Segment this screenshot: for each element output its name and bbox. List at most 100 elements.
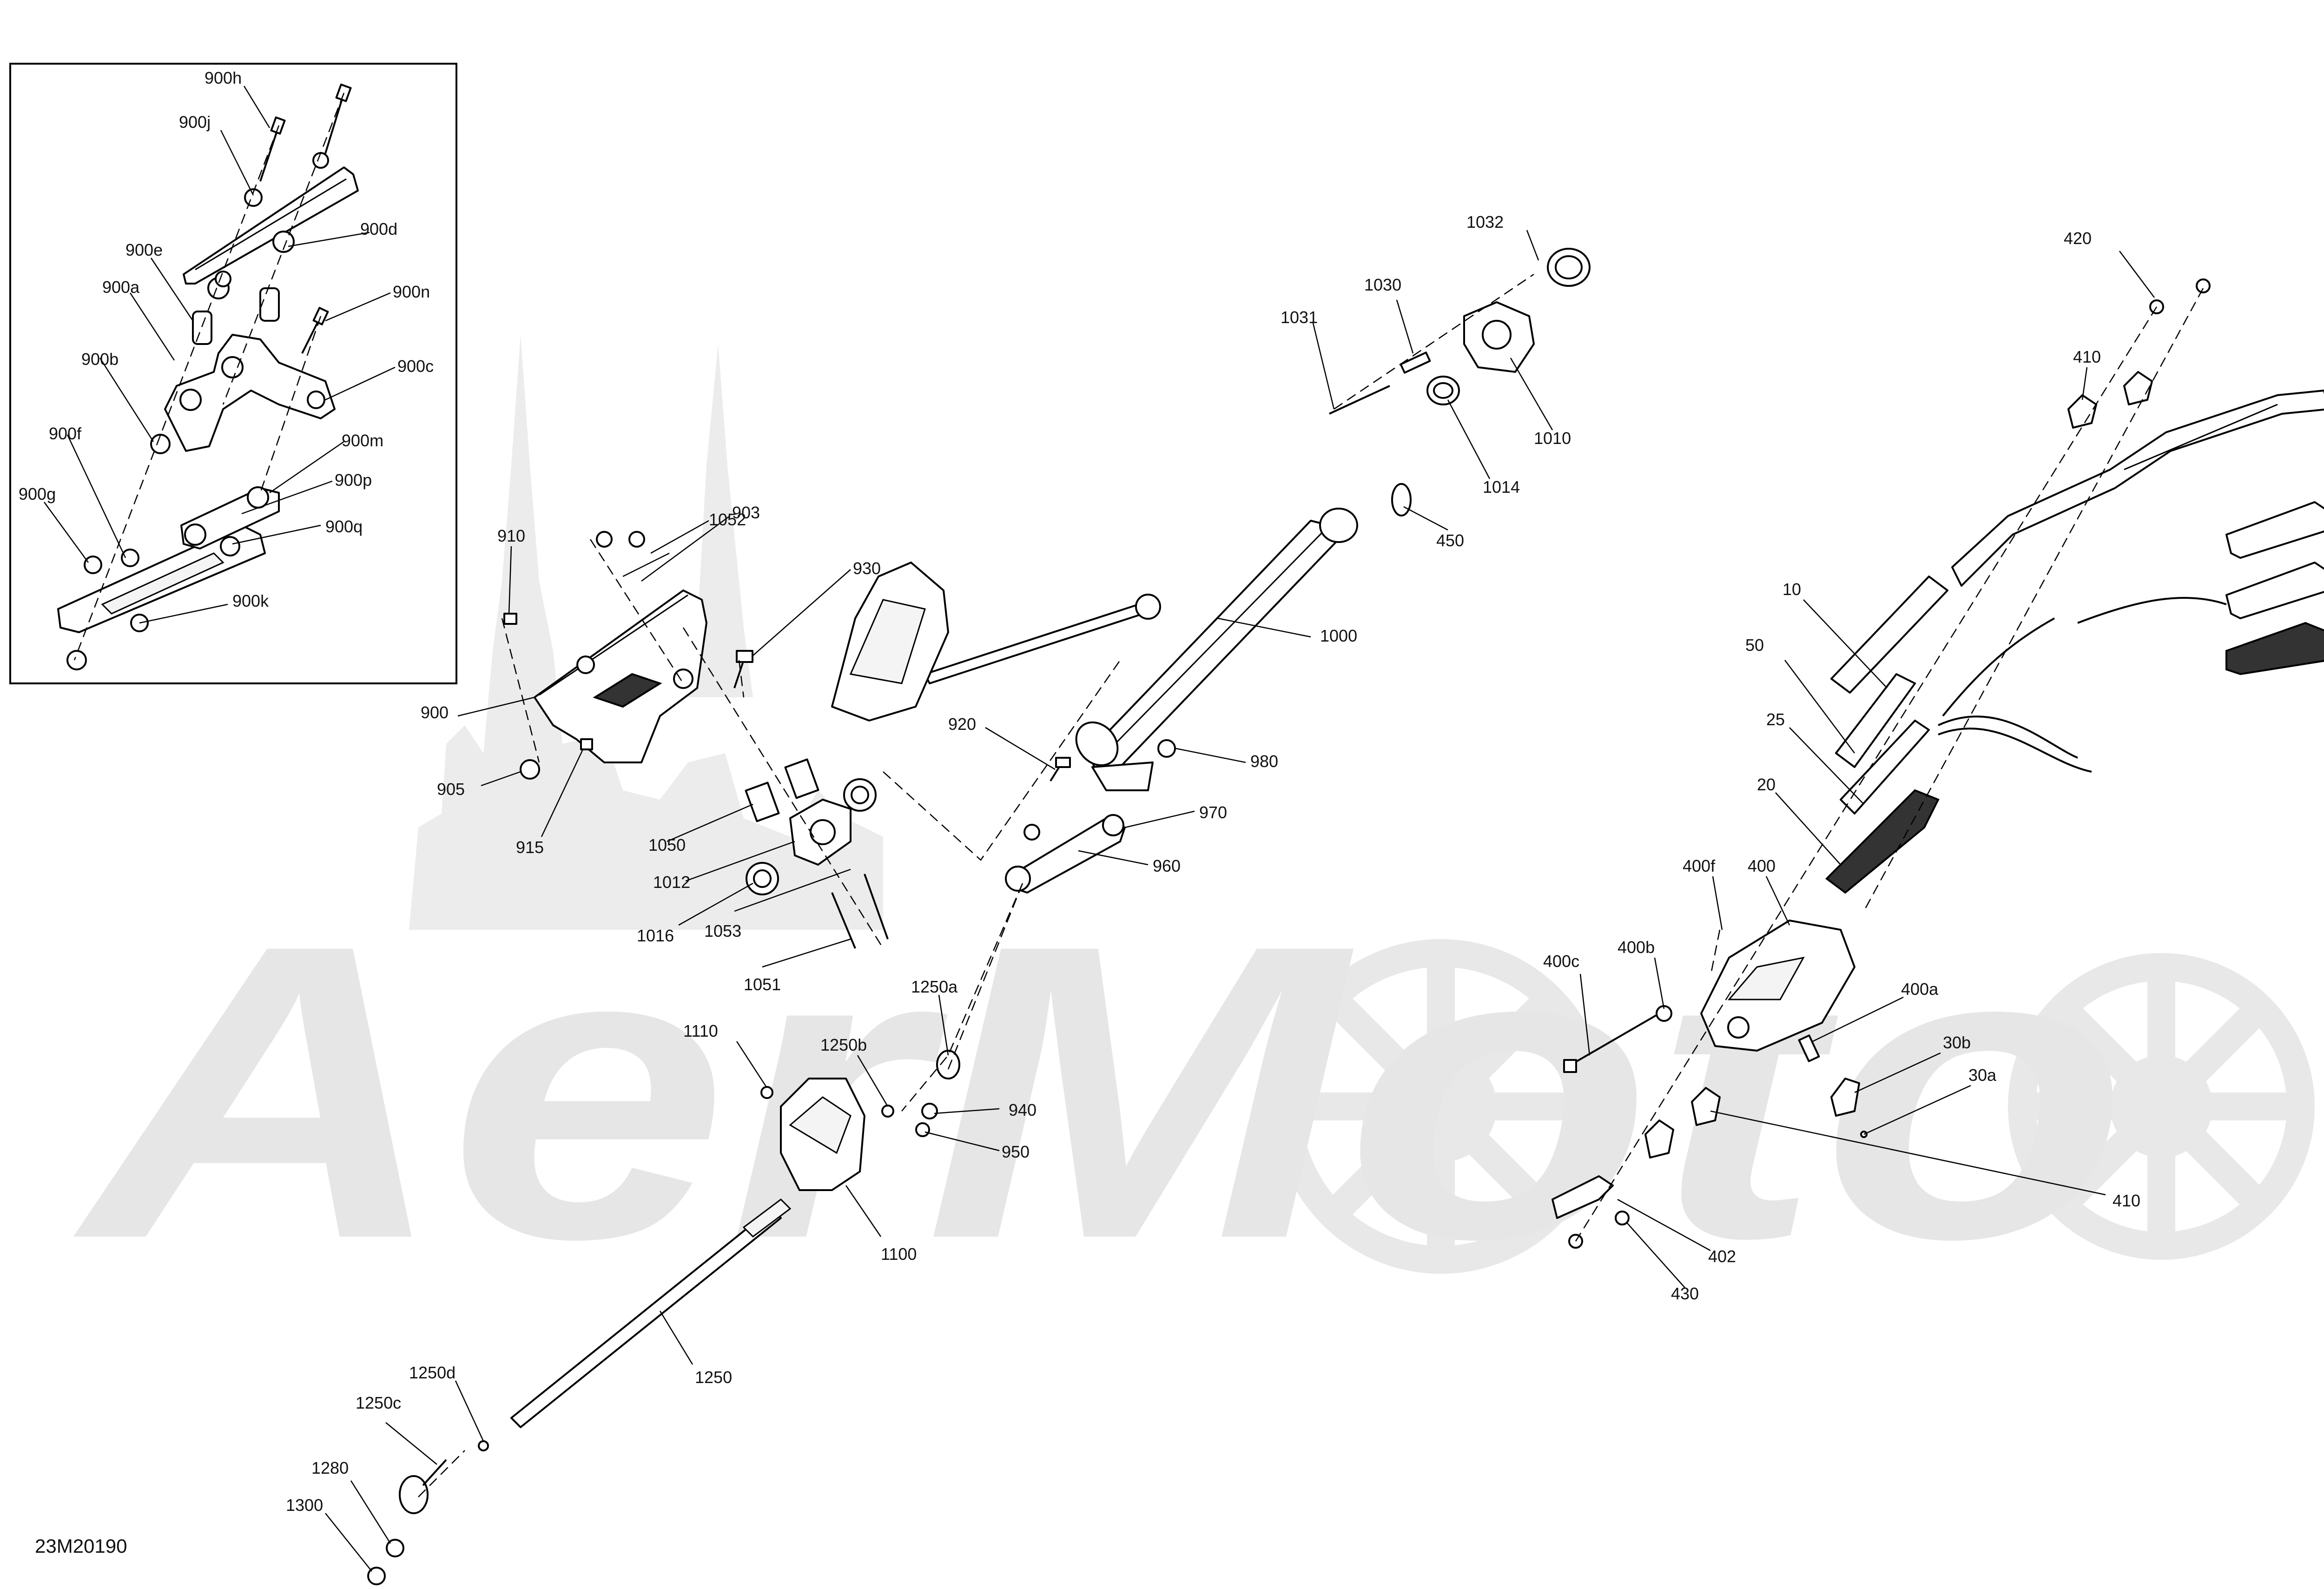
callout-50: 50 [1745, 636, 1764, 655]
watermark-wheel-left [1274, 939, 1608, 1274]
diagram-code: 23M20190 [35, 1535, 127, 1557]
fasteners-lower [367, 1050, 960, 1585]
callout-1250: 1250 [695, 1368, 732, 1387]
callout-400c: 400c [1543, 952, 1579, 971]
callout-900: 900 [421, 703, 449, 722]
watermark-wheel-right [2008, 953, 2315, 1260]
callout-920: 920 [948, 715, 976, 734]
wires [1938, 617, 2092, 773]
seal-rings [746, 778, 877, 895]
rod-end-1280 [399, 1459, 447, 1514]
callout-970: 970 [1199, 803, 1227, 822]
callout-25: 25 [1766, 710, 1785, 729]
inset-plate-lower [57, 524, 266, 633]
callout-900e: 900e [125, 240, 163, 259]
callout-420: 420 [2064, 229, 2092, 248]
callout-930: 930 [853, 559, 881, 578]
callout-900f: 900f [49, 424, 82, 443]
callout-1100: 1100 [881, 1245, 917, 1264]
callout-30b: 30b [1943, 1033, 1971, 1052]
callout-1250a: 1250a [911, 977, 958, 996]
inset-bolt-tall [324, 83, 352, 154]
callout-903: 903 [732, 503, 760, 522]
callout-900h: 900h [205, 68, 242, 87]
shaft-1250 [510, 1198, 792, 1428]
callout-410-lower: 410 [2113, 1191, 2140, 1210]
tie-rod-upper [924, 594, 1161, 684]
handlebar-10 [1951, 390, 2324, 587]
callout-900j: 900j [179, 113, 211, 132]
callout-1051: 1051 [744, 975, 781, 994]
callout-1280: 1280 [311, 1458, 349, 1477]
callout-10: 10 [1783, 580, 1801, 599]
callout-1300: 1300 [286, 1496, 323, 1515]
inset-spacers [66, 152, 329, 670]
fasteners-920-980 [1023, 739, 1176, 841]
callout-900a: 900a [102, 278, 140, 297]
inset-link-arm [180, 486, 280, 550]
callout-905: 905 [437, 780, 465, 799]
seal-450 [1391, 483, 1412, 516]
callout-1032: 1032 [1466, 212, 1504, 232]
callout-1050: 1050 [648, 835, 686, 854]
inset-bracket-middle [164, 334, 336, 452]
cover-930 [831, 562, 949, 722]
callout-900m: 900m [342, 431, 383, 450]
callout-1010: 1010 [1534, 429, 1571, 448]
bolt-400c [1563, 1013, 1660, 1073]
callout-900k: 900k [232, 591, 269, 610]
callout-410-upper: 410 [2073, 347, 2101, 366]
callout-450: 450 [1436, 531, 1464, 550]
clamps-410-402 [1552, 371, 2153, 1219]
callout-20: 20 [1757, 775, 1776, 794]
spring-400a-and-switch [1798, 1034, 1860, 1117]
callout-30a: 30a [1968, 1066, 1997, 1085]
callout-1052: 1052 [709, 510, 746, 529]
callout-1250d: 1250d [409, 1363, 456, 1382]
inset-bolt-900h [259, 116, 286, 182]
callout-400a: 400a [1901, 980, 1939, 999]
callout-910: 910 [497, 526, 525, 545]
callout-400: 400 [1748, 856, 1776, 875]
watermark-skyline [409, 335, 883, 930]
callout-1031: 1031 [1281, 308, 1318, 327]
callout-900p: 900p [335, 470, 372, 490]
small-fasteners-center [503, 531, 670, 780]
inset-bracket-upper [183, 166, 359, 285]
handlebar-tube-10 [1830, 576, 1948, 694]
callout-1000: 1000 [1320, 626, 1357, 645]
callout-400b: 400b [1618, 938, 1655, 957]
callout-900c: 900c [397, 357, 434, 376]
inset-detail: 900h 900j 900e 900d 900a 900n 900b 900c … [9, 63, 457, 684]
callout-400f: 400f [1683, 856, 1716, 875]
watermark: AerMoto [68, 335, 2315, 1325]
callout-950: 950 [1002, 1142, 1030, 1161]
switch-housing-400 [1700, 920, 1855, 1052]
steering-column-1000 [1075, 508, 1358, 791]
callout-402: 402 [1708, 1247, 1736, 1266]
callout-1012: 1012 [653, 873, 690, 892]
steering-bracket-900 [534, 589, 707, 763]
ring-1032 [1547, 248, 1591, 287]
screws-420-430 [1568, 278, 2211, 1249]
callout-900g: 900g [19, 484, 56, 503]
link-arm-960 [1005, 814, 1126, 894]
inset-frame [9, 63, 457, 684]
callout-1016: 1016 [637, 926, 674, 945]
callout-430: 430 [1671, 1284, 1699, 1303]
callout-900b: 900b [81, 350, 119, 369]
callout-1110: 1110 [683, 1021, 718, 1040]
inset-bolt-900n [301, 307, 329, 354]
callout-960: 960 [1153, 856, 1181, 875]
callout-915: 915 [516, 838, 544, 857]
callout-1053: 1053 [704, 921, 741, 940]
ring-1014 [1426, 376, 1460, 405]
callout-900q: 900q [325, 517, 363, 536]
callout-980: 980 [1250, 752, 1278, 771]
bushings-1050 [745, 758, 819, 822]
grip-tubes [2077, 501, 2324, 675]
callout-1014: 1014 [1483, 477, 1520, 497]
callout-900n: 900n [393, 282, 430, 301]
bolts-1051 [831, 874, 889, 949]
